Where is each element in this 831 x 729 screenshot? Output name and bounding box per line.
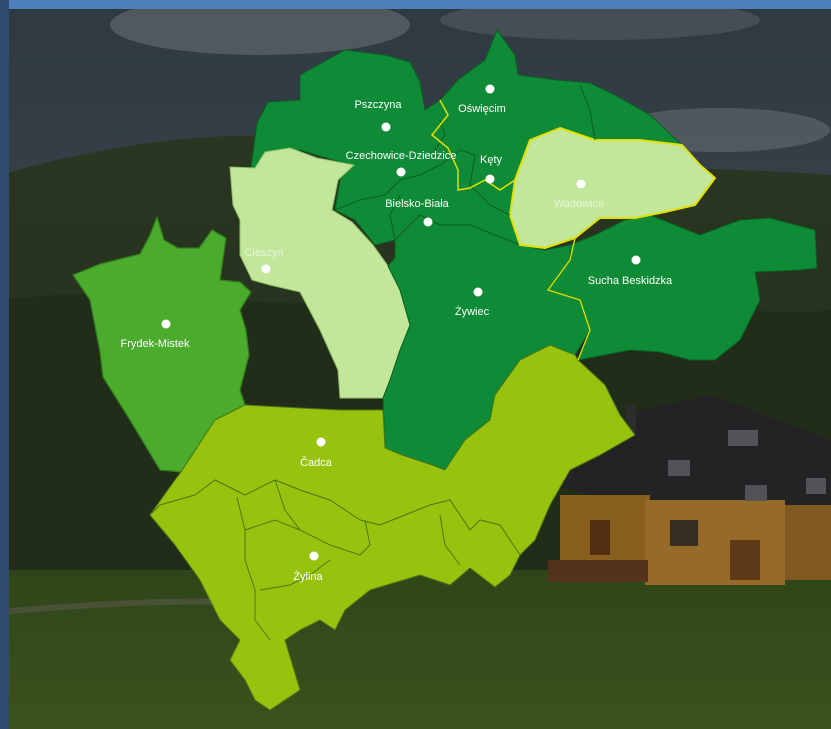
- city-oswiecim[interactable]: Oświęcim: [458, 84, 506, 116]
- city-cadca[interactable]: Čadca: [300, 437, 333, 470]
- city-label: Bielsko-Biała: [385, 198, 449, 210]
- subregion-borders: [236, 479, 461, 641]
- city-dot: [381, 122, 391, 132]
- left-border: [0, 0, 9, 729]
- city-dot: [473, 287, 483, 297]
- city-label: Kęty: [480, 154, 503, 166]
- top-border: [0, 0, 831, 9]
- dark-subregion-borders: [334, 84, 596, 241]
- city-dot: [485, 84, 495, 94]
- city-dot: [485, 174, 495, 184]
- city-wadowice[interactable]: Wadowice: [554, 179, 604, 211]
- city-dot: [631, 255, 641, 265]
- city-cieszyn[interactable]: Cieszyn: [244, 247, 284, 274]
- city-label: Sucha Beskidzka: [588, 275, 673, 287]
- city-label: Wadowice: [554, 198, 604, 210]
- city-label: Żylina: [293, 570, 323, 583]
- city-label: Czechowice-Dziedzice: [346, 150, 457, 162]
- city-frydek-mistek[interactable]: Frydek-Mistek: [120, 319, 190, 351]
- city-czechowice-dziedzice[interactable]: Czechowice-Dziedzice: [346, 150, 457, 177]
- city-label: Čadca: [300, 456, 333, 469]
- city-zywiec[interactable]: Żywiec: [455, 287, 490, 319]
- city-kety[interactable]: Kęty: [480, 154, 503, 184]
- city-markers: Pszczyna Oświęcim Czechowice-Dziedzice K…: [120, 84, 673, 584]
- city-zylina[interactable]: Żylina: [293, 551, 324, 584]
- city-dot: [316, 437, 326, 447]
- city-sucha-beskidzka[interactable]: Sucha Beskidzka: [588, 255, 673, 288]
- city-label: Frydek-Mistek: [120, 338, 190, 350]
- city-label: Pszczyna: [354, 99, 402, 111]
- region-frydek-mistek[interactable]: [72, 216, 252, 473]
- city-dot: [161, 319, 171, 329]
- city-dot: [423, 217, 433, 227]
- highlight-boundary-south: [546, 237, 591, 361]
- region-wadowice[interactable]: [509, 127, 716, 249]
- house-illustration: [548, 395, 831, 585]
- city-pszczyna[interactable]: Pszczyna: [354, 99, 402, 132]
- region-cieszyn[interactable]: [229, 147, 411, 399]
- regions-layer: [72, 29, 818, 711]
- city-label: Cieszyn: [244, 247, 283, 259]
- city-dot: [576, 179, 586, 189]
- city-label: Żywiec: [455, 305, 490, 318]
- city-bielsko-biala[interactable]: Bielsko-Biała: [385, 198, 450, 227]
- highlight-boundary: [430, 99, 516, 191]
- city-dot: [261, 264, 271, 274]
- city-dot: [309, 551, 319, 561]
- city-label: Oświęcim: [458, 103, 506, 115]
- region-zylina[interactable]: [149, 479, 521, 711]
- city-dot: [396, 167, 406, 177]
